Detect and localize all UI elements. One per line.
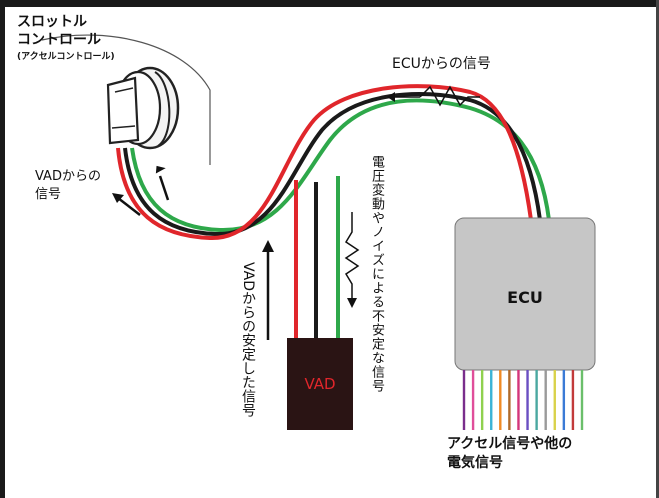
bottom-label-line1: アクセル信号や他の <box>447 436 573 452</box>
wire-black-main <box>123 91 542 237</box>
throttle-housing-outline <box>41 34 211 165</box>
arrow-up-stable-signal-icon <box>262 240 274 340</box>
vad-box-label: VAD <box>304 375 336 393</box>
vad-signal-label-line1: VADからの <box>35 169 101 184</box>
arrow-left-vad-signal-icon <box>112 193 141 216</box>
throttle-subtitle: (アクセルコントロール) <box>17 52 115 62</box>
wire-bundle <box>116 84 551 340</box>
throttle-title-line1: スロットル <box>17 14 87 30</box>
ecu-harness-wires <box>462 370 584 430</box>
arrow-up-throttle-icon <box>155 165 170 201</box>
ecu-box-label: ECU <box>507 288 543 307</box>
frame-top-border <box>0 0 659 7</box>
ecu-signal-label: ECUからの信号 <box>392 56 491 72</box>
frame-right-border <box>656 0 659 498</box>
unstable-signal-label: 電圧変動やノイズによる不安定な信号 <box>369 155 384 393</box>
wire-green-main <box>130 98 551 233</box>
noise-arrow-down-icon <box>344 212 360 308</box>
vad-box <box>287 338 353 430</box>
frame-left-border <box>0 0 5 498</box>
ecu-signal-arrow-icon <box>387 85 480 107</box>
vad-signal-label-line2: 信号 <box>35 187 62 202</box>
ecu-box <box>454 217 596 371</box>
bottom-label-line2: 電気信号 <box>447 455 503 471</box>
throttle-body-icon <box>106 66 180 150</box>
stable-signal-label: VADからの安定した信号 <box>240 262 256 418</box>
wire-red-main <box>116 84 533 241</box>
throttle-title-line2: コントロール <box>17 32 101 48</box>
